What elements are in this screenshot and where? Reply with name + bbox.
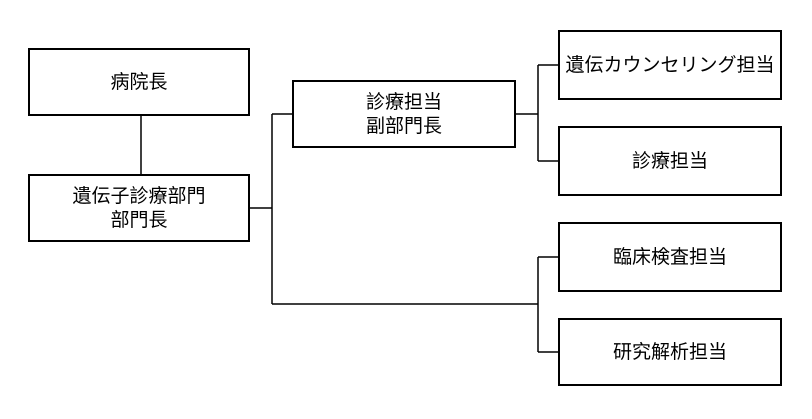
node-hospital-director: 病院長: [28, 48, 250, 116]
node-genetic-counseling: 遺伝カウンセリング担当: [558, 30, 782, 100]
node-label: 遺伝子診療部門 部門長: [72, 185, 206, 231]
node-genetic-dept-head: 遺伝子診療部門 部門長: [28, 174, 250, 242]
node-label: 臨床検査担当: [612, 246, 727, 268]
node-label: 研究解析担当: [612, 341, 727, 363]
node-label: 病院長: [110, 71, 168, 93]
node-label: 診療担当: [631, 150, 708, 172]
node-clinical-deputy: 診療担当 副部門長: [292, 80, 516, 148]
node-clinical: 診療担当: [558, 126, 782, 196]
node-label: 診療担当 副部門長: [365, 91, 442, 137]
node-label: 遺伝カウンセリング担当: [565, 54, 775, 76]
node-research-analysis: 研究解析担当: [558, 318, 782, 386]
node-lab-testing: 臨床検査担当: [558, 222, 782, 292]
